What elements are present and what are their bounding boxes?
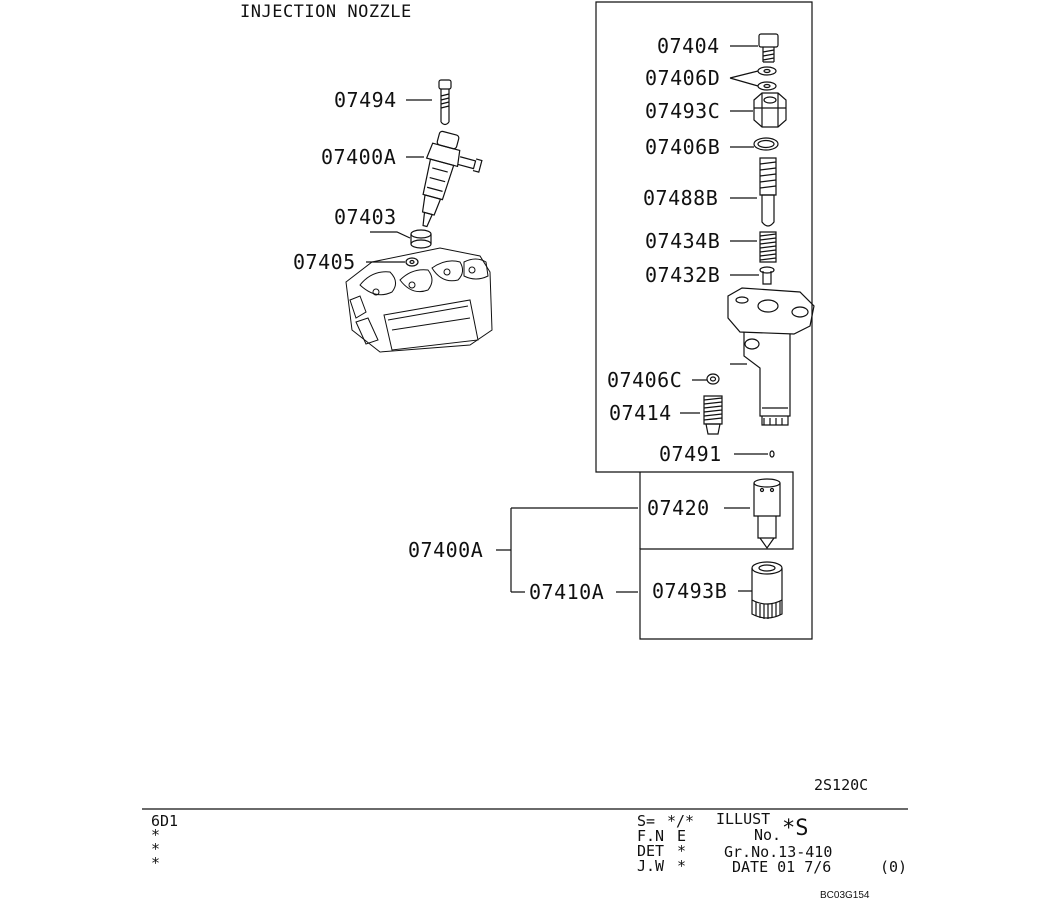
footer-key-det: DET bbox=[637, 842, 665, 860]
nut-07493C-drawing bbox=[754, 93, 786, 127]
washers-07406D-drawing bbox=[758, 67, 776, 90]
callout-07493B: 07493B bbox=[652, 579, 728, 603]
callout-07400A-assembly: 07400A bbox=[408, 538, 484, 562]
callout-07400A-injector: 07400A bbox=[321, 145, 397, 169]
leader-lines-left bbox=[366, 100, 432, 262]
seat-07432B-drawing bbox=[760, 267, 774, 284]
washer-07406C-drawing bbox=[707, 374, 719, 384]
footer-val-s: */* bbox=[667, 812, 695, 830]
bolt-07404-drawing bbox=[759, 34, 778, 62]
callout-07406B: 07406B bbox=[645, 135, 721, 159]
pin-07491-drawing bbox=[770, 451, 774, 457]
callout-07420: 07420 bbox=[647, 496, 710, 520]
footer-no-value: *S bbox=[782, 816, 809, 841]
callout-07405: 07405 bbox=[293, 250, 356, 274]
callout-07406C: 07406C bbox=[607, 368, 683, 392]
washer-07406B-drawing bbox=[754, 138, 778, 150]
footer-key-jw: J.W bbox=[637, 857, 665, 875]
exploded-view-frame bbox=[596, 2, 812, 639]
connector-07414-drawing bbox=[704, 396, 722, 434]
callout-07403: 07403 bbox=[334, 205, 397, 229]
footer-no-label: No. bbox=[754, 826, 782, 844]
callout-07414: 07414 bbox=[609, 401, 672, 425]
callout-07493C: 07493C bbox=[645, 99, 721, 123]
injector-07400A-drawing bbox=[410, 129, 487, 236]
washer-07405-drawing bbox=[406, 258, 418, 266]
footer-revision: (0) bbox=[880, 858, 908, 876]
pin-07488B-drawing bbox=[760, 158, 776, 226]
cylinder-head-sketch bbox=[346, 248, 492, 352]
callout-07434B: 07434B bbox=[645, 229, 721, 253]
footer-drawing-code: BC03G154 bbox=[820, 890, 870, 901]
footer-key-fn: F.N bbox=[637, 827, 665, 845]
bolt-07494-drawing bbox=[439, 80, 451, 125]
footer-illust-label: ILLUST bbox=[716, 810, 771, 828]
nozzle-tip-07420-drawing bbox=[754, 479, 780, 548]
nozzle-holder-body-drawing bbox=[728, 288, 814, 425]
footer-star-2: * bbox=[151, 840, 161, 858]
sleeve-07403-drawing bbox=[411, 230, 431, 248]
callout-07488B: 07488B bbox=[643, 186, 719, 210]
footer-star-1: * bbox=[151, 826, 161, 844]
figure-code: 2S120C bbox=[814, 776, 869, 794]
leader-lines-right bbox=[680, 46, 768, 591]
footer-gr-no: Gr.No.13-410 bbox=[724, 843, 833, 861]
callout-07410A: 07410A bbox=[529, 580, 605, 604]
callout-07491: 07491 bbox=[659, 442, 722, 466]
callout-07494: 07494 bbox=[334, 88, 397, 112]
callout-07406D: 07406D bbox=[645, 66, 721, 90]
spring-07434B-drawing bbox=[760, 232, 776, 262]
retaining-nut-07493B-drawing bbox=[752, 562, 782, 619]
footer-val-fn: E bbox=[677, 827, 687, 845]
callout-07404: 07404 bbox=[657, 34, 720, 58]
callout-07432B: 07432B bbox=[645, 263, 721, 287]
assembly-tree-lines bbox=[496, 508, 638, 592]
footer-key-s: S= bbox=[637, 812, 656, 830]
footer-star-3: * bbox=[151, 854, 161, 872]
diagram-title: INJECTION NOZZLE bbox=[240, 2, 412, 22]
footer-val-jw: * bbox=[677, 857, 687, 875]
footer-model: 6D1 bbox=[151, 812, 179, 830]
footer-val-det: * bbox=[677, 842, 687, 860]
footer-date: DATE 01 7/6 bbox=[732, 858, 832, 876]
